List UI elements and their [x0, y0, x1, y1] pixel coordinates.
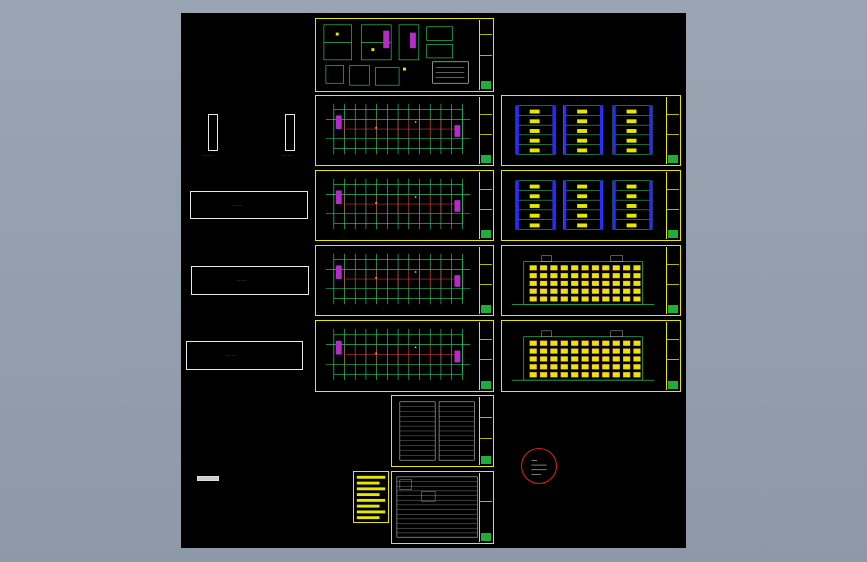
outline-note-3: —·—·— [233, 203, 243, 207]
drawing-canvas[interactable]: —·—·— —·—·— —·—·— —·—·— —·—·— [181, 13, 686, 548]
sheet-schedule[interactable] [391, 395, 494, 467]
title-block [479, 172, 492, 239]
outline-frame-4[interactable] [191, 266, 309, 295]
title-block [479, 397, 492, 465]
outline-note-5: —·—·— [226, 353, 236, 357]
sheet-legend[interactable] [353, 471, 389, 523]
sheet-floor-plan-3[interactable] [315, 245, 494, 316]
title-block [479, 20, 492, 90]
outline-note-2: —·—·— [282, 153, 292, 157]
sheet-sections-2[interactable] [501, 170, 681, 241]
sheet-details[interactable] [315, 18, 494, 92]
outline-frame-2[interactable] [285, 114, 295, 151]
north-arrow-icon [521, 448, 557, 484]
sheet-floor-plan-1[interactable] [315, 95, 494, 166]
title-block [479, 322, 492, 390]
sheet-elevation-1[interactable] [501, 245, 681, 316]
outline-frame-5[interactable] [186, 341, 303, 370]
title-block [479, 97, 492, 164]
title-block [666, 172, 679, 239]
title-block [479, 473, 492, 542]
sheet-floor-plan-2[interactable] [315, 170, 494, 241]
outline-note-4: —·—·— [237, 278, 247, 282]
title-block [666, 322, 679, 390]
title-block [666, 97, 679, 164]
outline-frame-3[interactable] [190, 191, 308, 219]
sheet-floor-plan-4[interactable] [315, 320, 494, 392]
outline-note-1: —·—·— [203, 153, 213, 157]
sheet-sections-1[interactable] [501, 95, 681, 166]
small-label-box[interactable] [197, 476, 219, 481]
title-block [666, 247, 679, 314]
sheet-design-notes[interactable] [391, 471, 494, 544]
title-block [479, 247, 492, 314]
outline-frame-1[interactable] [208, 114, 218, 151]
sheet-elevation-2[interactable] [501, 320, 681, 392]
